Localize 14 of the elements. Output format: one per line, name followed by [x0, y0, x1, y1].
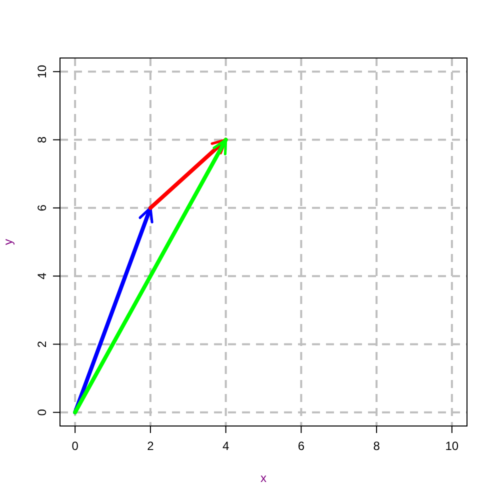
- tick-label: 6: [35, 204, 49, 212]
- tick-label: 6: [298, 439, 305, 453]
- tick-label: 2: [147, 439, 154, 453]
- axis-title: y: [1, 239, 15, 245]
- tick-label: 8: [35, 136, 49, 144]
- tick-label: 0: [35, 409, 49, 416]
- tick-label: 10: [445, 439, 459, 453]
- axis-title: x: [260, 471, 266, 485]
- tick-label: 8: [373, 439, 380, 453]
- tick-label: 4: [35, 272, 49, 280]
- tick-label: 0: [72, 439, 78, 453]
- tick-label: 2: [35, 340, 49, 348]
- tick-label: 4: [222, 439, 230, 453]
- tick-label: 10: [35, 64, 49, 78]
